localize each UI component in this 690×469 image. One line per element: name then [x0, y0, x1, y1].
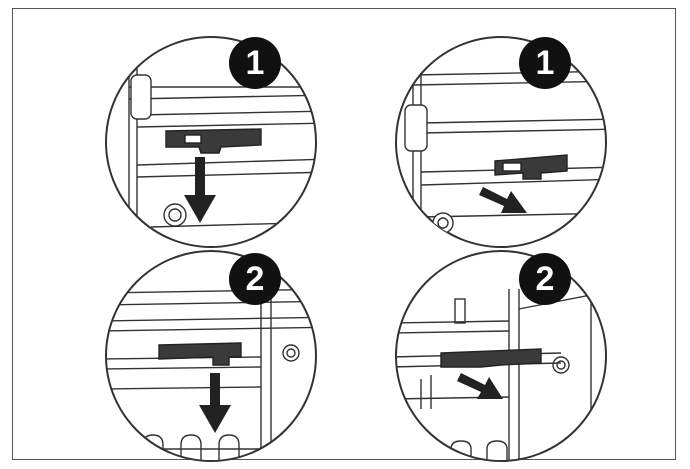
panel-step2-right: 2	[391, 249, 631, 469]
step-badge: 1	[519, 37, 571, 89]
panel-step2-left: 2	[101, 249, 341, 469]
detail-illustration	[395, 250, 607, 462]
detail-illustration	[395, 36, 607, 248]
step-badge: 2	[229, 253, 281, 305]
slide-out-arrow	[479, 187, 527, 213]
step-badge: 1	[229, 37, 281, 89]
detail-illustration	[105, 36, 317, 248]
instruction-sheet: 1	[12, 8, 676, 462]
slide-out-arrow	[457, 373, 503, 399]
pull-down-arrow	[184, 157, 216, 223]
detail-illustration	[105, 250, 317, 462]
panel-step1-right: 1	[391, 27, 631, 248]
panel-step1-left: 1	[101, 27, 341, 248]
step-badge: 2	[519, 253, 571, 305]
pull-down-arrow	[199, 373, 231, 433]
